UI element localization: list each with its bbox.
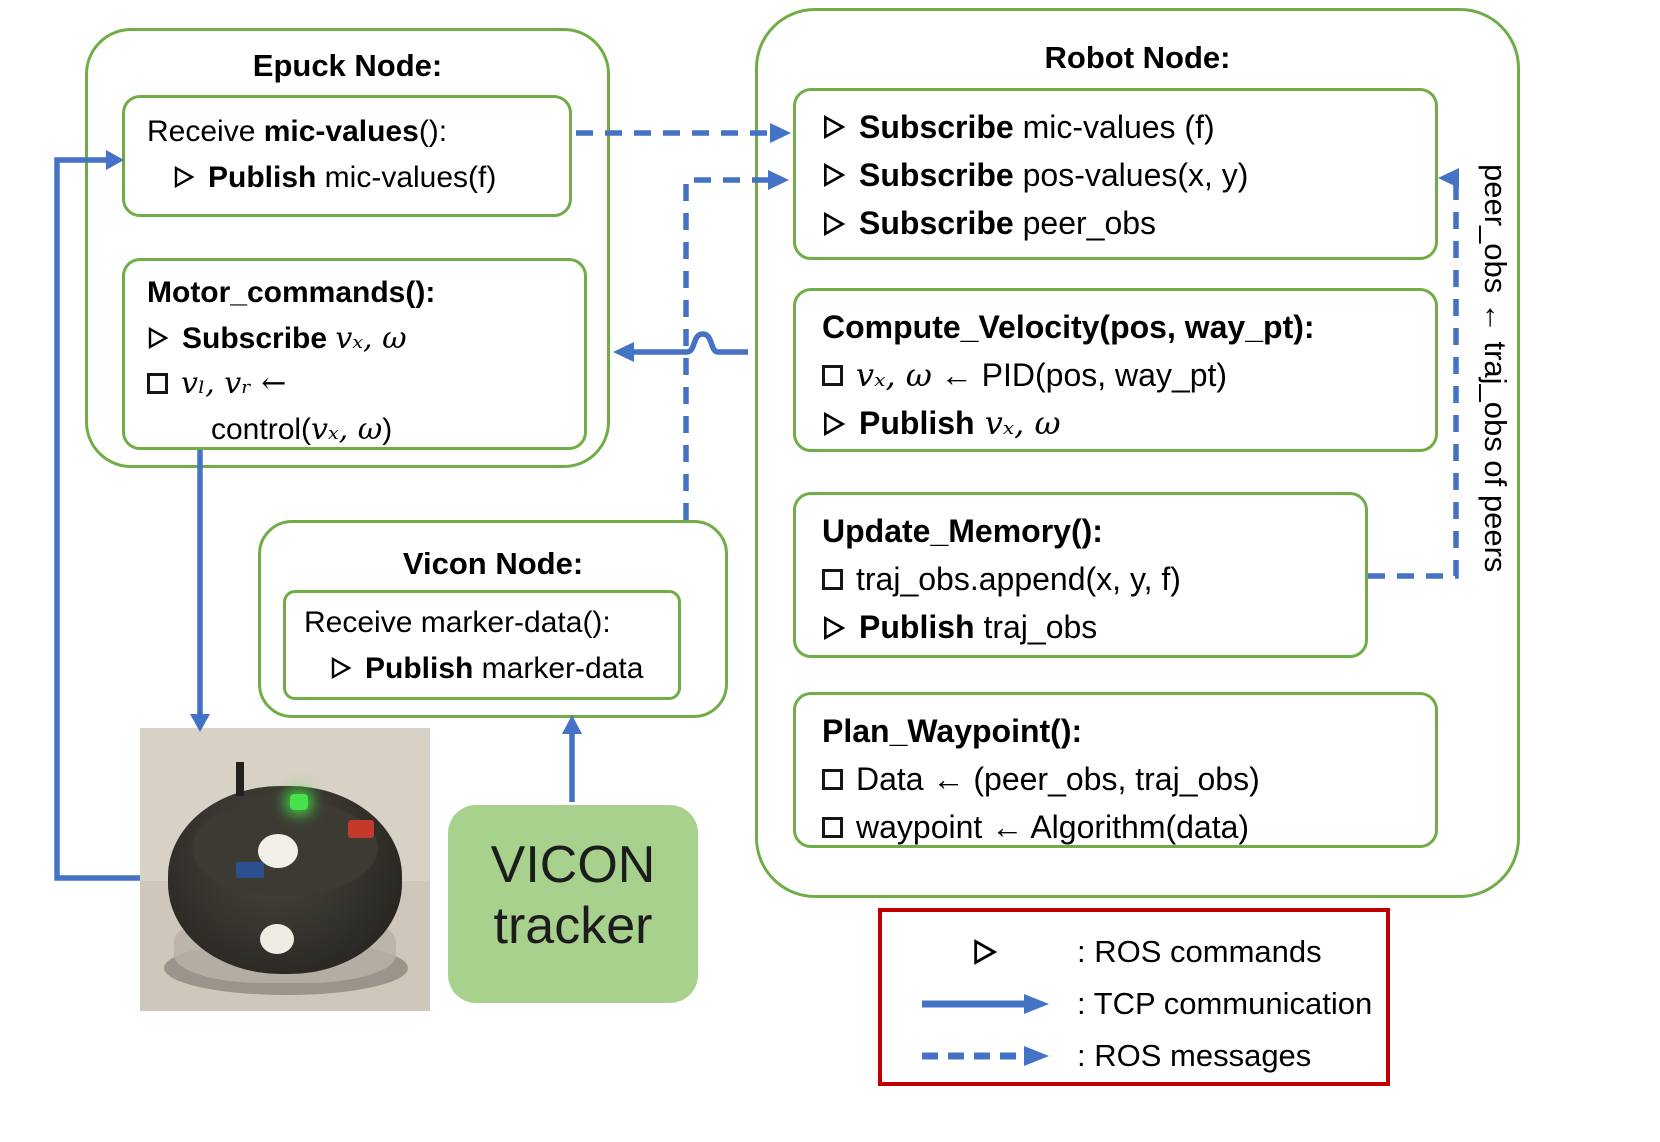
compute-velocity-title: Compute_Velocity(pos, way_pt):: [822, 309, 1315, 345]
text-segment-bold: Subscribe: [859, 157, 1014, 194]
math-segment: vₓ, ω: [335, 320, 407, 356]
text-segment-bold: Publish: [859, 405, 975, 442]
text-segment: waypoint ← Algorithm(data): [856, 809, 1250, 846]
math-segment: vₓ, ω: [974, 404, 1061, 443]
epuck-receive-mic-box: Receive mic-values(): Publish mic-values…: [122, 95, 572, 217]
control-line: control(vₓ, ω): [211, 410, 562, 450]
tcp-solid-arrow-icon: [892, 992, 1077, 1016]
robot-antenna: [236, 762, 244, 796]
epuck-motor-commands-box: Motor_commands(): Subscribe vₓ, ω vₗ, vᵣ…: [122, 258, 587, 450]
robot-subscribe-box: Subscribe mic-values (f) Subscribe pos-v…: [793, 88, 1438, 260]
epuck-node-title: Epuck Node:: [252, 48, 443, 83]
math-segment: vₓ, ω: [311, 411, 383, 447]
robot-node-title: Robot Node:: [1044, 40, 1231, 75]
text-segment-bold: Subscribe: [859, 205, 1014, 242]
legend-row-ros-messages: : ROS messages: [892, 1030, 1376, 1082]
robot-red-connector: [348, 820, 374, 838]
text-segment-bold: Subscribe: [182, 321, 328, 355]
waypoint-line: waypoint ← Algorithm(data): [822, 806, 1409, 848]
publish-mic-line: Publish mic-values(f): [173, 158, 547, 198]
subscribe-mic-line: Subscribe mic-values (f): [822, 106, 1409, 148]
tcp-arrow-robot-node-to-epuck-motor-head: [613, 342, 634, 362]
robot-blue-chip: [236, 862, 264, 878]
math-segment: vₓ, ω: [856, 356, 932, 395]
vicon-tracker-label-line2: tracker: [493, 897, 653, 956]
arrow-bullet-icon: [822, 114, 846, 140]
text-segment-bold: mic-values: [263, 115, 419, 148]
robot-green-led: [290, 794, 308, 810]
plan-waypoint-title: Plan_Waypoint():: [822, 713, 1083, 749]
text-segment-bold: Subscribe: [859, 109, 1014, 145]
text-segment: Data ← (peer_obs, traj_obs): [856, 761, 1260, 798]
arrow-bullet-icon: [147, 326, 169, 350]
arrow-bullet-icon: [173, 165, 195, 189]
text-segment: traj_obs: [974, 609, 1098, 646]
wheel-speeds-line: vₗ, vᵣ ←: [147, 364, 562, 404]
legend-row-ros-commands: : ROS commands: [892, 926, 1376, 978]
data-line: Data ← (peer_obs, traj_obs): [822, 758, 1409, 800]
legend-row-tcp: : TCP communication: [892, 978, 1376, 1030]
subscribe-peer-obs-line: Subscribe peer_obs: [822, 202, 1409, 244]
arrow-bullet-icon: [822, 411, 846, 437]
legend-label: : ROS commands: [1077, 934, 1322, 969]
text-segment: ():: [418, 115, 448, 148]
subscribe-pos-line: Subscribe pos-values(x, y): [822, 154, 1409, 196]
math-segment: vₗ, vᵣ ←: [181, 366, 287, 402]
square-bullet-icon: [822, 364, 843, 386]
pid-line: vₓ, ω ← PID(pos, way_pt): [822, 354, 1409, 396]
legend-box: : ROS commands : TCP communication : ROS…: [878, 908, 1390, 1086]
arrow-bullet-icon: [822, 615, 846, 641]
publish-marker-line: Publish marker-data: [330, 649, 660, 689]
square-bullet-icon: [822, 568, 843, 590]
update-memory-title: Update_Memory():: [822, 513, 1103, 549]
robot-update-memory-box: Update_Memory(): traj_obs.append(x, y, f…: [793, 492, 1368, 658]
robot-compute-velocity-box: Compute_Velocity(pos, way_pt): vₓ, ω ← P…: [793, 288, 1438, 452]
peer-obs-side-label: peer_obs ← traj_obs of peers: [1478, 164, 1513, 573]
text-segment-bold: Publish: [208, 160, 317, 194]
text-segment-bold: Publish: [365, 651, 474, 685]
vicon-tracker-block: VICON tracker: [448, 805, 698, 1003]
text-segment: traj_obs.append(x, y, f): [856, 561, 1181, 598]
robot-marker-sticker-2: [260, 924, 294, 954]
receive-mic-line: Receive mic-values():: [147, 112, 547, 152]
subscribe-velocity-line: Subscribe vₓ, ω: [147, 319, 562, 359]
arrow-bullet-icon: [822, 211, 846, 237]
vicon-marker-box: Receive marker-data(): Publish marker-da…: [283, 590, 681, 700]
motor-commands-title: Motor_commands():: [147, 276, 436, 309]
publish-velocity-line: Publish vₓ, ω: [822, 402, 1409, 444]
vicon-tracker-label-line1: VICON: [490, 836, 656, 894]
text-segment: pos-values(x, y): [1013, 157, 1249, 194]
robot-marker-sticker: [258, 834, 298, 868]
tcp-arrow-robot-node-to-epuck-motor: [632, 331, 748, 355]
text-segment: marker-data: [473, 651, 644, 685]
text-segment: Receive: [147, 115, 264, 148]
square-bullet-icon: [147, 373, 168, 395]
text-segment-bold: Publish: [859, 609, 975, 646]
arrow-bullet-icon: [822, 162, 846, 188]
traj-append-line: traj_obs.append(x, y, f): [822, 558, 1339, 600]
robot-plan-waypoint-box: Plan_Waypoint(): Data ← (peer_obs, traj_…: [793, 692, 1438, 848]
text-segment: ): [382, 412, 393, 446]
text-segment: mic-values(f): [316, 160, 497, 194]
receive-marker-line: Receive marker-data():: [304, 606, 611, 639]
text-segment: ← PID(pos, way_pt): [931, 357, 1228, 394]
square-bullet-icon: [822, 768, 843, 790]
vicon-node-title: Vicon Node:: [402, 546, 584, 581]
publish-traj-line: Publish traj_obs: [822, 606, 1339, 648]
legend-label: : TCP communication: [1077, 986, 1373, 1021]
text-segment: peer_obs: [1013, 205, 1157, 242]
ros-dashed-arrow-icon: [892, 1044, 1077, 1068]
arrow-bullet-icon: [330, 656, 352, 680]
ros-command-bullet-icon: [892, 938, 1077, 966]
legend-label: : ROS messages: [1077, 1038, 1312, 1073]
text-segment: control(: [211, 412, 312, 446]
square-bullet-icon: [822, 817, 843, 839]
text-segment: mic-values (f): [1013, 109, 1215, 145]
epuck-robot-photo: [140, 728, 430, 1011]
